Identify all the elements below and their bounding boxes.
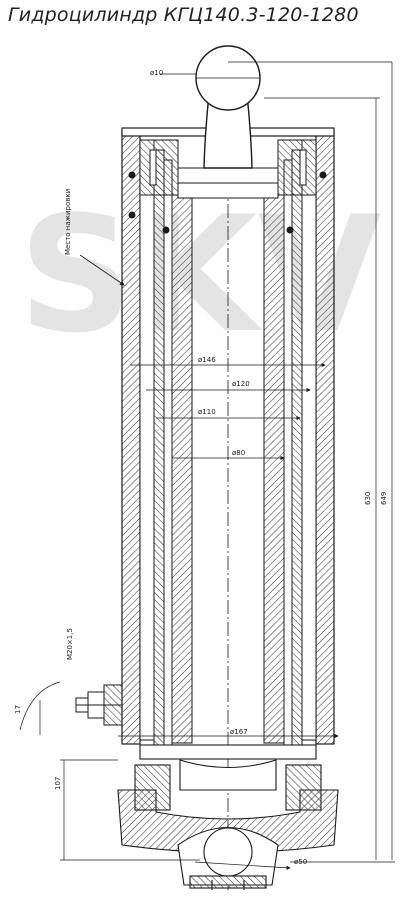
offset-107-label: 107 — [54, 777, 62, 790]
bottom-assembly — [117, 744, 339, 890]
len-649-label: 649 — [380, 492, 388, 505]
ball-dia-label: ø10 — [150, 69, 163, 77]
angle-17-label: 17 — [14, 705, 22, 714]
stage-tubes — [139, 139, 317, 746]
grease-fitting — [75, 684, 123, 726]
dia-110-label: ø110 — [198, 408, 216, 416]
len-630-label: 630 — [364, 492, 372, 505]
dia-167-label: ø167 — [230, 728, 248, 736]
dia-120-label: ø120 — [232, 380, 250, 388]
grease-callout-label: Место нажировки — [64, 189, 72, 255]
dimension-lines — [19, 61, 395, 870]
top-head-assembly — [128, 139, 327, 234]
dia-146-label: ø146 — [198, 356, 216, 364]
drawing-title: Гидроцилиндр КГЦ140.3-120-1280 — [8, 4, 359, 26]
dia-80-label: ø80 — [232, 449, 245, 457]
dia-50-label: ø50 — [294, 858, 307, 866]
ball-joint — [195, 45, 261, 169]
grease-callout-leader — [79, 254, 125, 286]
thread-label: M20×1,5 — [66, 628, 74, 660]
